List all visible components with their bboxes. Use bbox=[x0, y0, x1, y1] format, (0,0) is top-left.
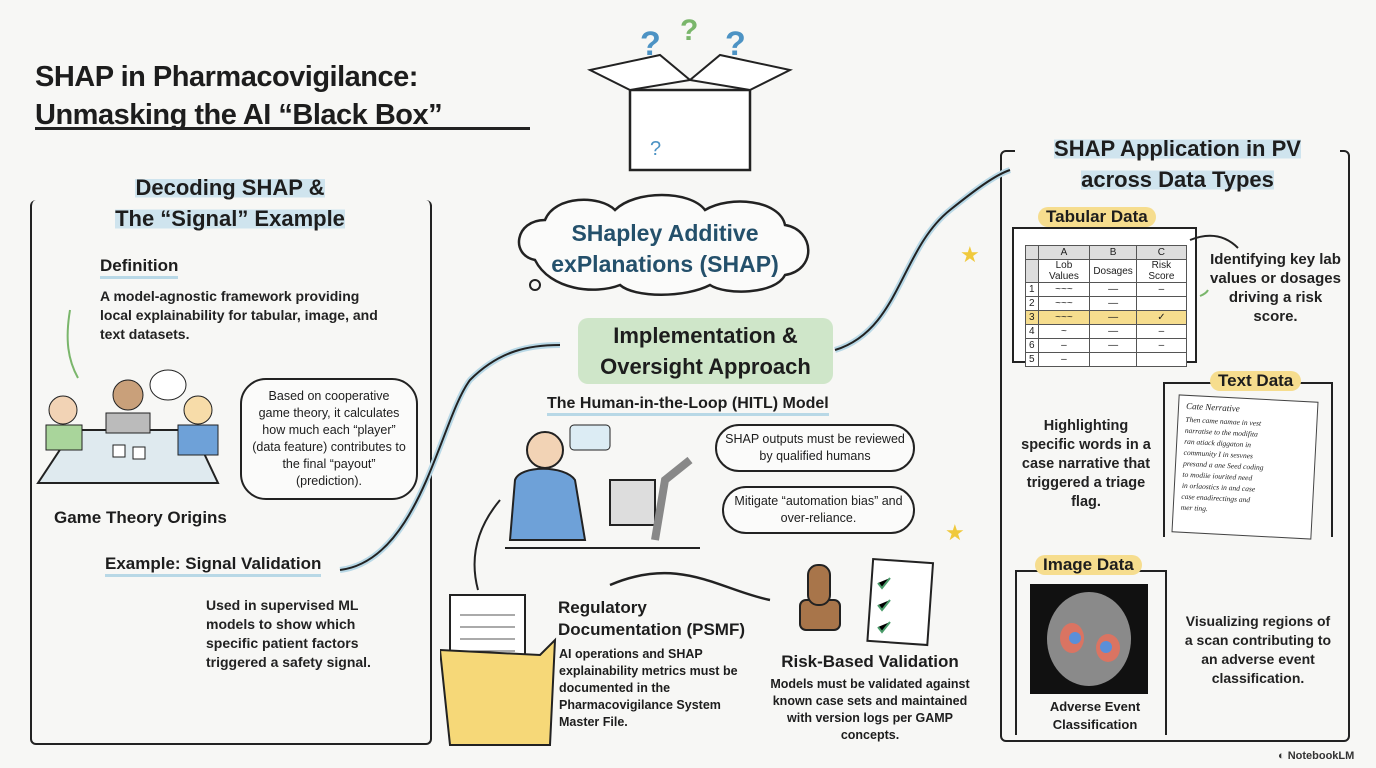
hitl-title: The Human-in-the-Loop (HITL) Model bbox=[547, 395, 829, 416]
hitl-bubble-review: SHAP outputs must be reviewed by qualifi… bbox=[715, 424, 915, 472]
header-dosage: Dosages bbox=[1089, 259, 1137, 283]
svg-text:?: ? bbox=[650, 138, 661, 160]
human-robot-illustration bbox=[505, 424, 700, 549]
reg-title-2: Documentation (PSMF) bbox=[558, 620, 745, 639]
cloud-line-2: exPlanations (SHAP) bbox=[551, 251, 779, 277]
row-num: 3 bbox=[1025, 310, 1039, 325]
hitl-bubble-bias: Mitigate “automation bias” and over-reli… bbox=[722, 486, 915, 534]
regulatory-text: AI operations and SHAP explainability me… bbox=[559, 647, 738, 729]
thought-cloud bbox=[517, 193, 810, 296]
row-num: 6 bbox=[1025, 338, 1039, 353]
image-data-text: Visualizing regions of a scan contributi… bbox=[1184, 613, 1332, 686]
folder-documents-icon bbox=[440, 594, 557, 746]
notebooklm-brand: ◐ NotebookLM bbox=[1278, 750, 1354, 762]
open-box-question-marks-icon: ??? ? bbox=[587, 14, 793, 172]
page-title: SHAP in Pharmacovigilance: Unmasking the… bbox=[35, 58, 443, 134]
example-label: Example: Signal Validation bbox=[105, 554, 322, 577]
definition-text: A model-agnostic framework providing loc… bbox=[100, 288, 378, 342]
svg-text:?: ? bbox=[725, 25, 746, 63]
tabular-data-label: Tabular Data bbox=[1038, 207, 1156, 227]
text-data-text: Highlighting specific words in a case na… bbox=[1021, 418, 1151, 510]
col-a: A bbox=[1037, 245, 1091, 260]
row-num: 4 bbox=[1025, 324, 1039, 339]
svg-text:★: ★ bbox=[945, 520, 965, 545]
col-c: C bbox=[1135, 245, 1188, 260]
game-theory-bubble: Based on cooperative game theory, it cal… bbox=[240, 378, 418, 500]
row-num: 2 bbox=[1025, 296, 1039, 311]
check-icon: ✓ bbox=[1135, 310, 1188, 325]
image-data-label: Image Data bbox=[1035, 555, 1142, 575]
implementation-heading: Implementation & Oversight Approach bbox=[578, 318, 833, 384]
definition-label: Definition bbox=[100, 256, 179, 279]
stamp-clipboard-icon bbox=[799, 557, 935, 647]
title-line-2: Unmasking the AI “Black Box” bbox=[35, 99, 443, 131]
risk-validation-text: Models must be validated against known c… bbox=[770, 677, 970, 742]
svg-text:?: ? bbox=[640, 25, 661, 63]
regulatory-title: Regulatory Documentation (PSMF) bbox=[558, 597, 745, 641]
row-num: 5 bbox=[1025, 352, 1039, 367]
brand-text: NotebookLM bbox=[1287, 750, 1355, 762]
left-heading: Decoding SHAP & The “Signal” Example bbox=[75, 172, 385, 234]
col-b: B bbox=[1089, 245, 1137, 260]
right-heading-2: across Data Types bbox=[1081, 167, 1274, 192]
left-heading-line1: Decoding SHAP & bbox=[135, 175, 325, 200]
right-heading: SHAP Application in PV across Data Types bbox=[1015, 133, 1340, 195]
game-theory-label: Game Theory Origins bbox=[54, 508, 227, 527]
title-line-1: SHAP in Pharmacovigilance: bbox=[35, 61, 418, 93]
left-heading-line2: The “Signal” Example bbox=[115, 206, 345, 231]
notebooklm-logo-icon: ◐ bbox=[1278, 750, 1288, 762]
example-text: Used in supervised ML models to show whi… bbox=[206, 597, 371, 670]
risk-validation-title: Risk-Based Validation bbox=[781, 652, 959, 671]
right-heading-1: SHAP Application in PV bbox=[1054, 136, 1301, 161]
impl-line-1: Implementation & bbox=[613, 323, 798, 348]
header-lab: Lob Values bbox=[1037, 259, 1091, 283]
tabular-text: Identifying key lab values or dosages dr… bbox=[1210, 251, 1341, 325]
svg-text:★: ★ bbox=[960, 242, 980, 267]
row-num: 1 bbox=[1025, 282, 1039, 297]
reg-title-1: Regulatory bbox=[558, 598, 647, 617]
brain-scan-image bbox=[1030, 584, 1148, 694]
title-underline bbox=[35, 127, 530, 130]
shap-cloud-text: SHapley Additive exPlanations (SHAP) bbox=[520, 218, 810, 280]
impl-line-2: Oversight Approach bbox=[600, 354, 811, 379]
board-game-illustration bbox=[36, 369, 220, 484]
text-data-label: Text Data bbox=[1210, 371, 1302, 391]
image-caption: Adverse Event Classification bbox=[1049, 699, 1141, 732]
svg-text:?: ? bbox=[680, 14, 698, 47]
header-risk: Risk Score bbox=[1135, 259, 1188, 283]
cloud-line-1: SHapley Additive bbox=[571, 220, 759, 246]
